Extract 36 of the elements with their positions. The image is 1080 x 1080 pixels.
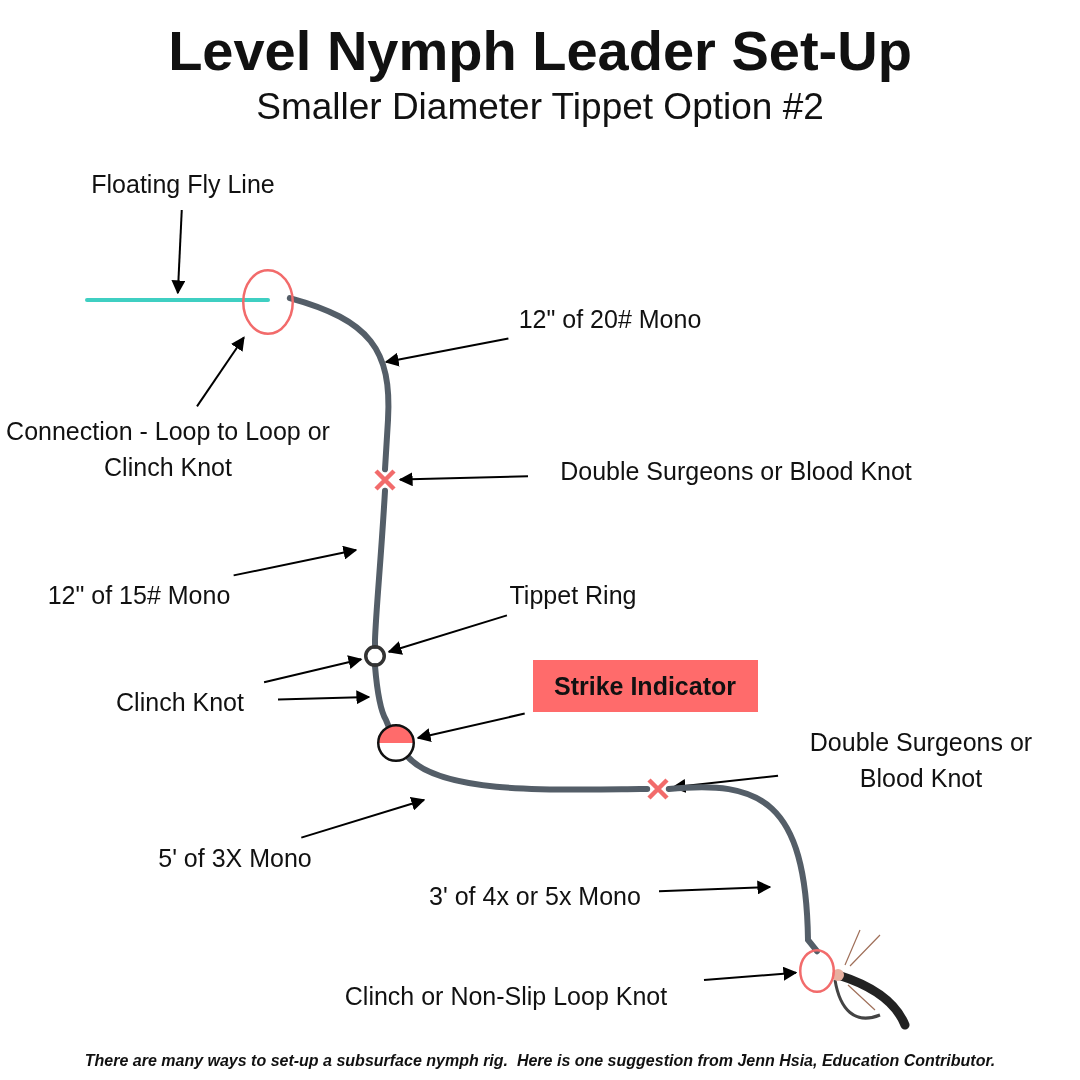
callout-text: Double Surgeons or Blood Knot xyxy=(536,453,936,489)
strike-indicator-float xyxy=(377,724,415,762)
leader-arrow xyxy=(387,614,508,655)
highlight-label: Strike Indicator xyxy=(532,660,758,712)
knot-circle xyxy=(799,949,835,993)
callout-text: Clinch or Non-Slip Loop Knot xyxy=(316,978,696,1014)
monofilament-line xyxy=(286,295,392,473)
callout-text: 12" of 15# Mono xyxy=(19,577,259,613)
leader-arrow xyxy=(300,797,426,839)
monofilament-line xyxy=(404,753,651,793)
leader-arrow xyxy=(263,655,363,684)
knot-cross-mark xyxy=(373,468,397,492)
leader-arrow xyxy=(277,690,371,705)
leader-arrow xyxy=(171,209,186,295)
subtitle: Smaller Diameter Tippet Option #2 xyxy=(255,86,825,128)
callout-text: Double Surgeons or Blood Knot xyxy=(786,724,1056,796)
title: Level Nymph Leader Set-Up xyxy=(167,18,913,83)
leader-arrow xyxy=(384,337,510,367)
callout-text: 5' of 3X Mono xyxy=(135,840,335,876)
callout-text: 12" of 20# Mono xyxy=(480,301,740,337)
monofilament-line xyxy=(665,784,820,955)
tippet-ring xyxy=(364,645,386,667)
leader-arrow xyxy=(232,545,358,577)
callout-text: Connection - Loop to Loop or Clinch Knot xyxy=(0,413,338,485)
knot-cross-mark xyxy=(646,777,670,801)
callout-text: Tippet Ring xyxy=(473,577,673,613)
callout-text: Clinch Knot xyxy=(90,684,270,720)
leader-arrow xyxy=(416,712,526,742)
leader-arrow xyxy=(196,336,245,408)
leader-arrow xyxy=(398,472,529,487)
leader-arrow xyxy=(658,880,772,895)
callout-text: 3' of 4x or 5x Mono xyxy=(419,878,651,914)
connection-circle xyxy=(242,269,294,335)
caption: There are many ways to set-up a subsurface nymph rig. Here is one suggestion from Jenn Hsia, Education Contributor. xyxy=(83,1052,997,1070)
callout-text: Floating Fly Line xyxy=(53,166,313,202)
leader-arrow xyxy=(702,966,798,982)
